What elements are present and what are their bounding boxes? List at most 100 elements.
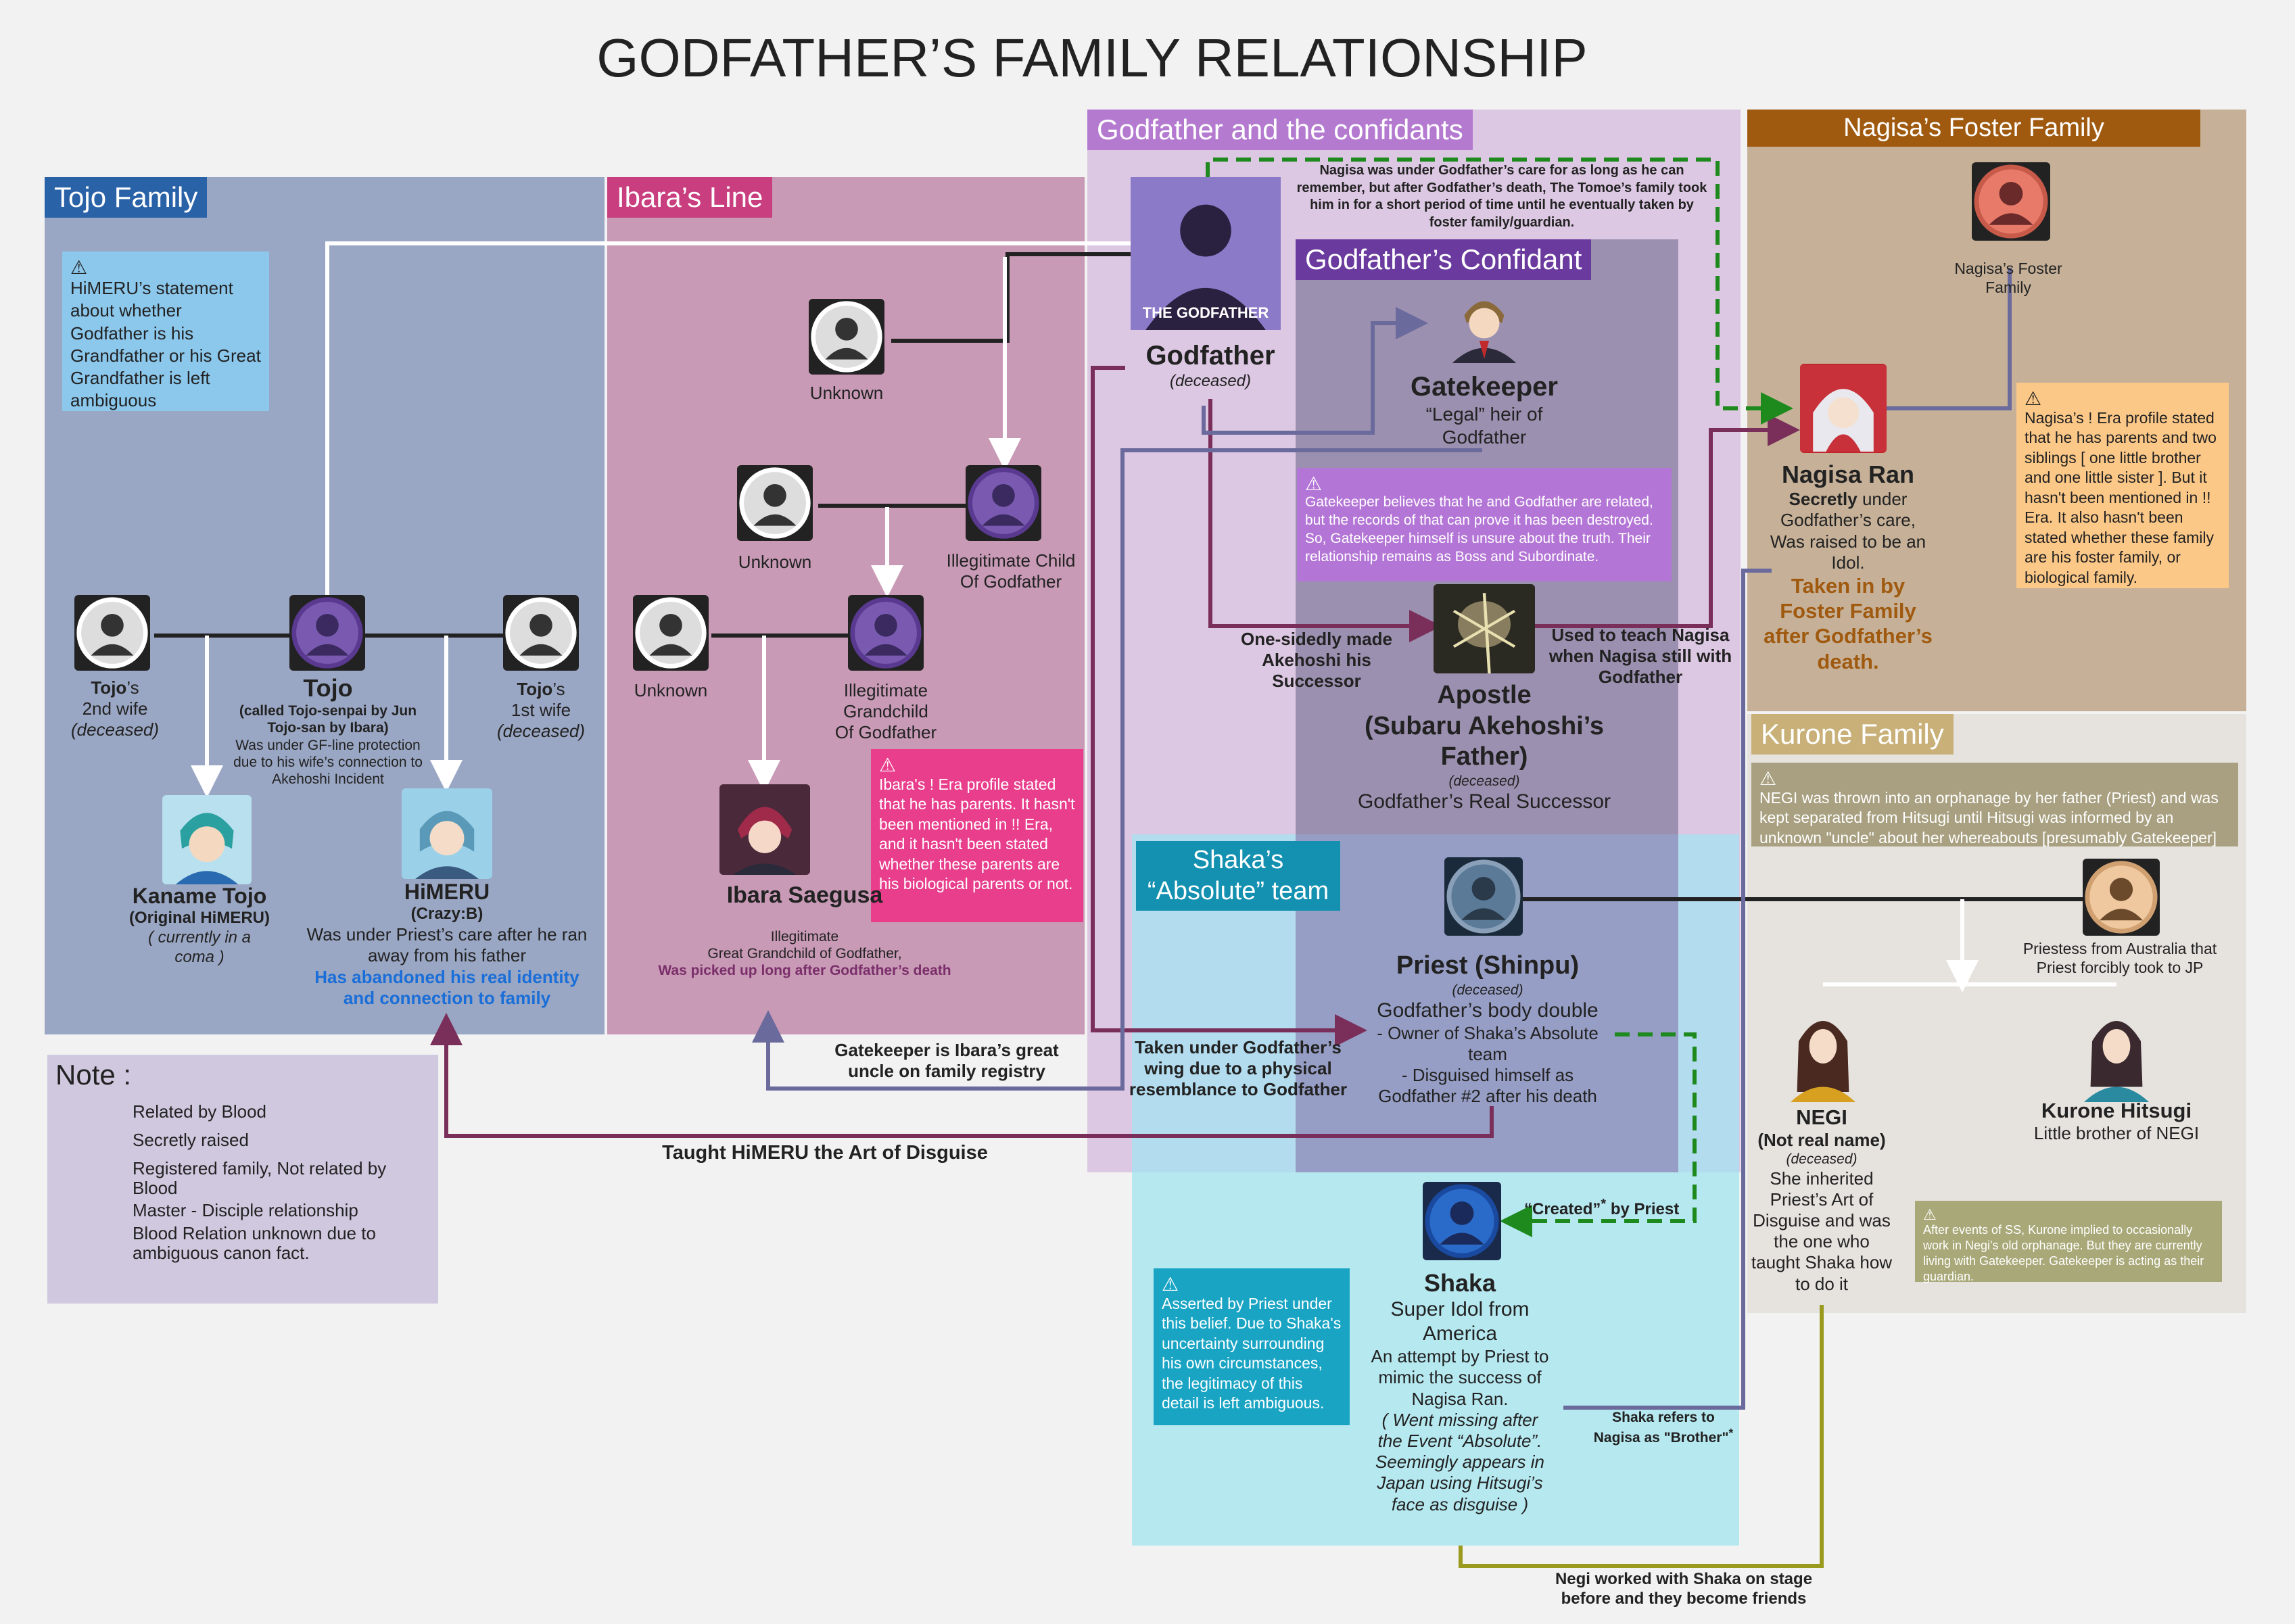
apostle-name3: Father) [1440,742,1528,771]
godfather-avatar [1131,177,1281,330]
created-by-text: by Priest [1606,1200,1680,1218]
tojo-2nd-wife-portrait [74,595,150,671]
ibara-name: Ibara Saegusa [726,882,883,908]
shaka-team-title-text: Shaka’s “Absolute” team [1147,846,1329,905]
illegitimate-child-portrait [966,465,1041,541]
gk-uncle-l2: uncle on family registry [848,1061,1045,1082]
taught-nagisa-label: Used to teach Nagisa when Nagisa still w… [1539,625,1742,688]
line-apostle-nagisa [1534,414,1800,628]
godfather-label: Godfather (deceased) [1116,339,1305,391]
tojo-2nd-wife-suffix: ’s [126,677,139,698]
nagisa-d2: Godfather’s care, [1780,510,1916,531]
nagisa-d1b: Secretly [1789,489,1858,510]
kaname-name: Kaname Tojo [132,884,267,908]
nagisa-care-text: Nagisa was under Godfather’s care for as… [1296,163,1707,230]
tojo-desc3: Was under GF-line protection [235,737,421,753]
shaka-portrait [1423,1182,1501,1260]
line-gf-unknown1 [891,252,1132,343]
brother-l1: Shaka refers to [1612,1410,1715,1425]
shaka-i4: Japan using Hitsugi’s [1377,1473,1543,1494]
ibara-desc2: Great Grandchild of Godfather, [707,945,902,961]
gatekeeper-relation-note: ⚠Gatekeeper believes that he and Godfath… [1297,468,1672,581]
nagisa-d1: under [1857,489,1908,510]
nagisa-name: Nagisa Ran [1781,460,1915,488]
priest-note: (deceased) [1452,982,1523,998]
gatekeeper-label: Gatekeeper “Legal” heir of Godfather [1393,371,1576,448]
himeru-label: HiMERU (Crazy:B) Was under Priest’s care… [291,879,603,1009]
brother-star: * [1728,1426,1734,1440]
apostle-avatar [1434,584,1535,673]
gatekeeper-name: Gatekeeper [1411,372,1558,402]
tojo-2nd-wife-name: Tojo [91,677,127,698]
priest-d3: - Disguised himself as [1401,1065,1574,1086]
ibara-parents-note: ⚠Ibara's ! Era profile stated that he ha… [871,749,1083,922]
warning-icon: ⚠ [70,257,88,278]
kurone-guardian-text: After events of SS, Kurone implied to oc… [1923,1223,2204,1284]
taught-nagisa-l2: when Nagisa still with [1548,646,1732,667]
line-negi-shaka [1459,1305,1824,1568]
gatekeeper-relation-text: Gatekeeper believes that he and Godfathe… [1305,494,1653,565]
negi-d5: taught Shaka how [1751,1252,1893,1273]
nagisa-hl1: Taken in by [1791,573,1906,598]
shaka-i3: Seemingly appears in [1375,1452,1545,1473]
one-sided-l3: Successor [1272,671,1361,692]
ibara-unknown3-label: Unknown [634,680,708,700]
nagisa-family-title: Nagisa’s Foster Family [1747,110,2200,147]
himeru-name: HiMERU [404,880,490,904]
line-nagisa-foster [1887,268,2012,410]
shaka-d5: Nagisa Ran. [1411,1388,1509,1409]
shaka-i1: ( Went missing after [1381,1409,1538,1430]
negi-note: (deceased) [1786,1151,1858,1168]
illegitimate-grandchild-portrait [848,595,924,671]
tojo-desc5: Akehoshi Incident [272,771,384,787]
shaka-i2: the Event “Absolute”. [1377,1430,1542,1451]
shaka-name: Shaka [1423,1269,1496,1297]
taught-nagisa-l3: Godfather [1598,667,1683,688]
tojo-desc1: (called Tojo-senpai by Jun [239,703,417,719]
warning-icon: ⚠ [1162,1274,1179,1295]
tojo-1st-wife-note: (deceased) [496,721,586,742]
gatekeeper-avatar [1444,281,1524,365]
created-star: * [1601,1197,1607,1212]
illeg-grand-l3: Of Godfather [834,722,937,743]
apostle-desc: Godfather’s Real Successor [1357,790,1611,813]
illeg-grand-l2: Grandchild [843,701,928,722]
legend-label-unknown: Blood Relation unknown due to ambiguous … [133,1223,376,1263]
tojo-desc4: due to his wife’s connection to [233,754,423,770]
negi-orphanage-note: ⚠NEGI was thrown into an orphanage by he… [1751,763,2238,846]
nagisa-care-note: Nagisa was under Godfather’s care for as… [1292,160,1712,234]
shaka-d2: America [1422,1322,1498,1345]
nagisa-hl4: death. [1817,649,1879,673]
line-priest-himeru [430,1013,1494,1138]
legend-item-unknown: Blood Relation unknown due to ambiguous … [133,1224,417,1262]
gatekeeper-uncle-label: Gatekeeper is Ibara’s great uncle on fam… [811,1040,1082,1082]
nagisa-d4: Idol. [1831,552,1865,573]
line-tojo-godfather [325,241,1132,595]
one-sided-successor-label: One-sidedly made Akehoshi his Successor [1225,629,1408,692]
tojo-1st-wife-portrait [503,595,579,671]
himeru-highlight2: and connection to family [343,987,551,1008]
kaname-label: Kaname Tojo (Original HiMERU) ( currentl… [101,883,298,968]
hitsugi-desc: Little brother of NEGI [2033,1123,2200,1144]
line-gf-gatekeeper [1202,307,1428,435]
created-text: “Created” [1524,1200,1601,1218]
tojo-1st-wife-role: 1st wife [511,700,571,721]
tojo-portrait [289,595,365,671]
line-gf-apostle [1208,399,1442,642]
legend-label-secret: Secretly raised [133,1130,249,1150]
tojo-family-title: Tojo Family [45,177,208,218]
priest-label: Priest (Shinpu) (deceased) Godfather’s b… [1346,951,1630,1107]
shaka-team-title: Shaka’s “Absolute” team [1136,841,1340,911]
kaname-note1: ( currently in a [147,928,252,947]
gk-uncle-l1: Gatekeeper is Ibara’s great [834,1040,1059,1060]
negi-shaka-l2: before and they become friends [1561,1589,1807,1608]
nagisa-foster-l2: Family [1985,278,2031,296]
shaka-brother-label: Shaka refers to Nagisa as "Brother"* [1582,1409,1745,1446]
apostle-label: Apostle (Subaru Akehoshi’s Father) (dece… [1325,680,1643,814]
negi-d4: the one who [1774,1231,1870,1252]
legend-item-master: Master - Disciple relationship [133,1201,358,1220]
